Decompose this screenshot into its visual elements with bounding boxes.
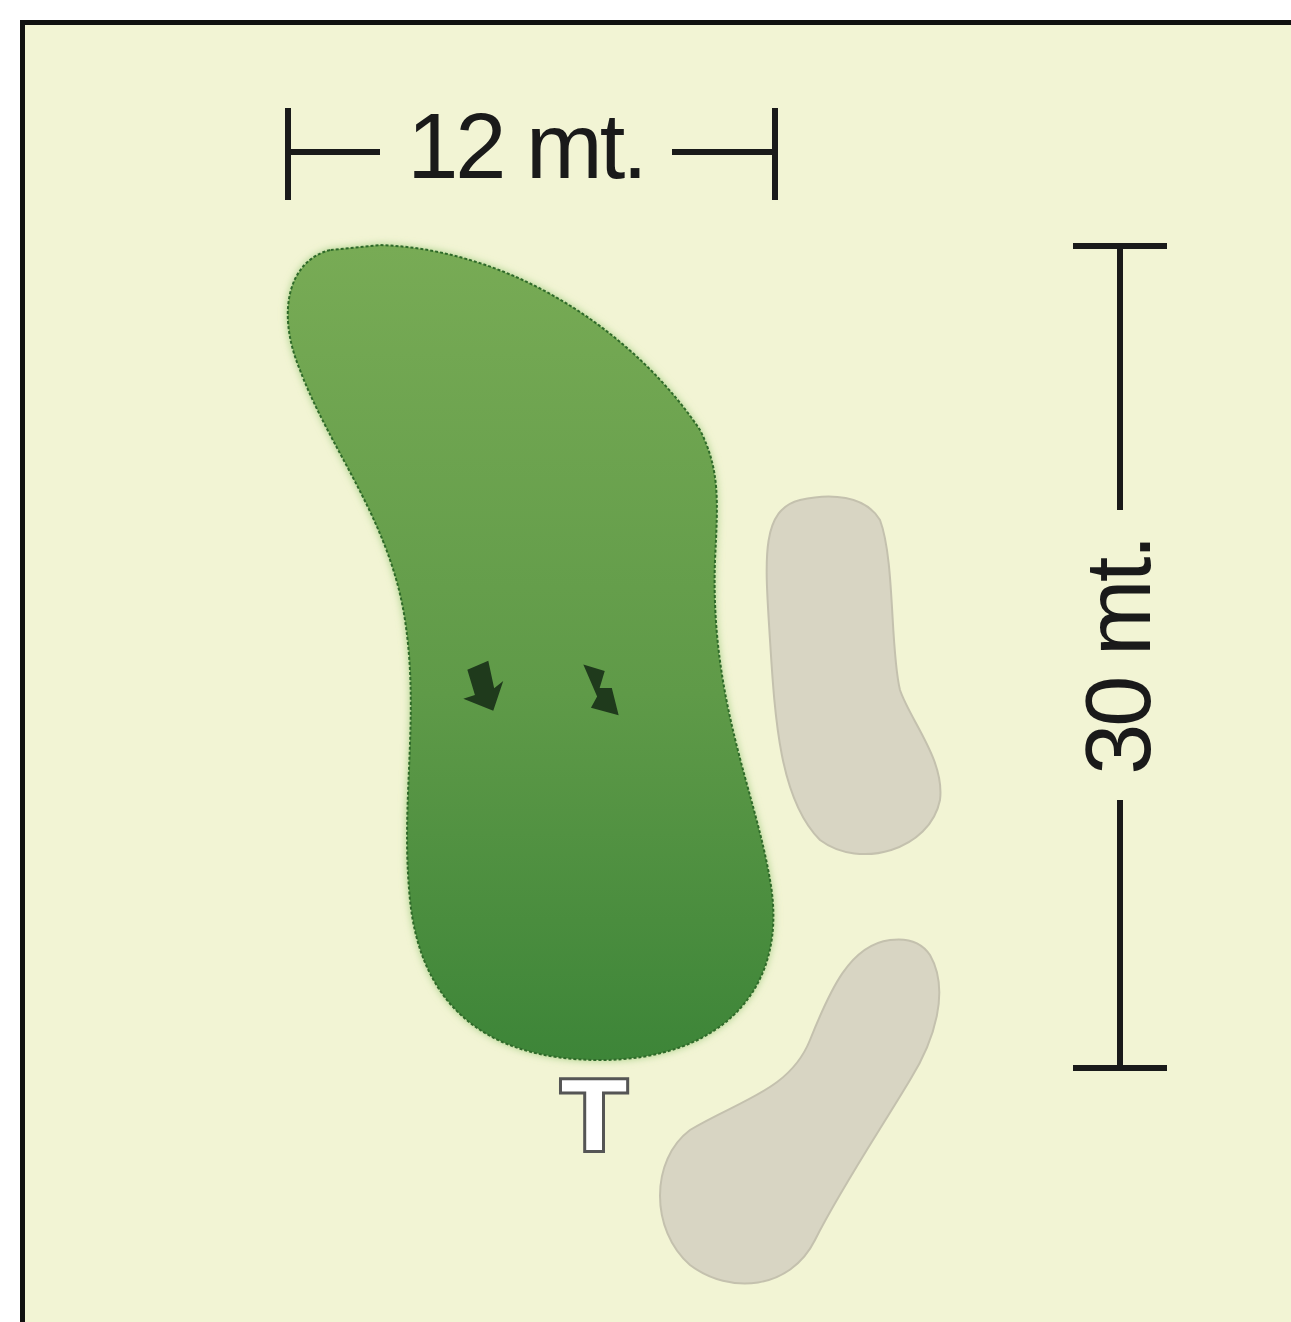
sand-bunker xyxy=(660,939,939,1283)
tee-marker: T xyxy=(560,1068,628,1168)
dimension-label: 30 mt. xyxy=(1072,537,1164,775)
green-glow xyxy=(288,245,774,1060)
dimension-bracket xyxy=(288,108,1167,1068)
sand-bunker xyxy=(767,497,941,855)
dimension-label: 12 mt. xyxy=(407,100,645,192)
putting-green xyxy=(288,245,774,1060)
slope-arrows xyxy=(459,659,619,719)
